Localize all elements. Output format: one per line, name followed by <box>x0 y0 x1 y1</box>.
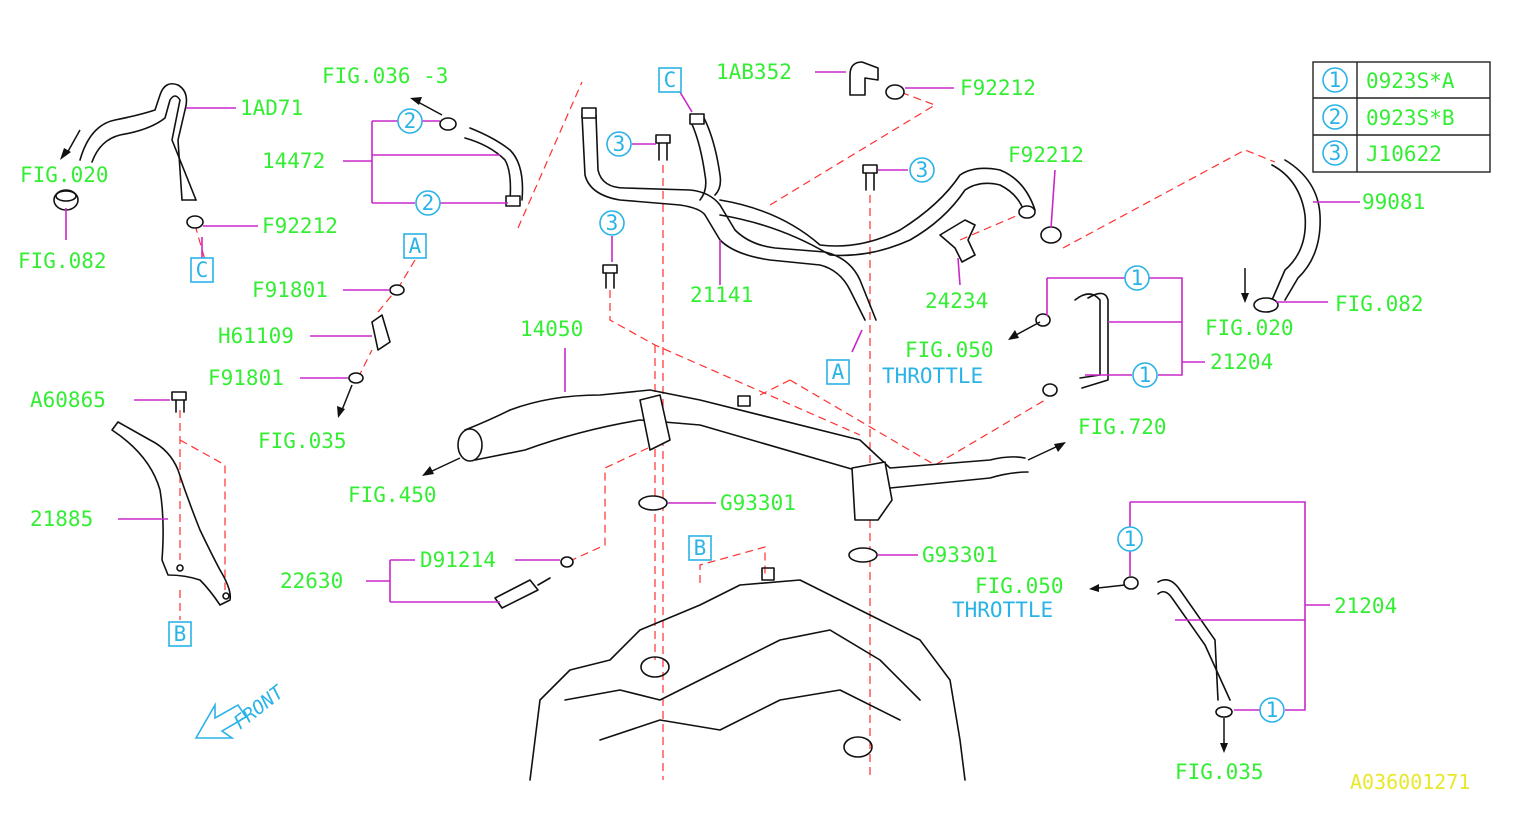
label-fig082-right: FIG.082 <box>1335 292 1424 316</box>
label-h61109: H61109 <box>218 324 294 348</box>
ref-a-mid: A <box>832 360 845 384</box>
label-fig020-left: FIG.020 <box>20 163 109 187</box>
label-fig035-left: FIG.035 <box>258 429 347 453</box>
callout-3a: 3 <box>613 132 626 156</box>
reference-boxes: C A B C A B <box>168 67 850 647</box>
ref-c-top: C <box>664 68 677 92</box>
label-21141: 21141 <box>690 283 753 307</box>
front-arrow-icon <box>194 702 248 739</box>
legend-num-1: 1 <box>1329 68 1342 92</box>
callout-2a: 2 <box>404 109 417 133</box>
callout-3c: 3 <box>606 211 619 235</box>
part-labels: FIG.036 -3 1AD71 FIG.020 14472 FIG.082 F… <box>18 60 1470 794</box>
label-fig035-right: FIG.035 <box>1175 760 1264 784</box>
legend-table: 1 0923S*A 2 0923S*B 3 J10622 <box>1312 61 1491 173</box>
label-24234: 24234 <box>925 289 988 313</box>
ref-a-top: A <box>409 234 422 258</box>
label-fig050-a: FIG.050 <box>905 338 994 362</box>
ref-b-left: B <box>174 622 187 646</box>
ref-b-mid: B <box>694 536 707 560</box>
label-f92212-mid: F92212 <box>1008 143 1084 167</box>
label-21204-b: 21204 <box>1334 594 1397 618</box>
label-1ad71: 1AD71 <box>240 96 303 120</box>
callout-circles: 2 2 3 3 3 1 1 1 1 <box>397 108 1285 723</box>
label-14050: 14050 <box>520 317 583 341</box>
label-fig036-3: FIG.036 -3 <box>322 64 448 88</box>
label-fig050-b: FIG.050 <box>975 574 1064 598</box>
label-d91214: D91214 <box>420 548 496 572</box>
label-fig082-left: FIG.082 <box>18 249 107 273</box>
legend-num-2: 2 <box>1329 105 1342 129</box>
label-throttle-b: THROTTLE <box>952 598 1053 622</box>
label-a60865: A60865 <box>30 388 106 412</box>
label-14472: 14472 <box>262 149 325 173</box>
legend-code-3: J10622 <box>1366 142 1442 166</box>
diagram-code: A036001271 <box>1350 770 1470 794</box>
callout-1b: 1 <box>1139 363 1152 387</box>
legend-num-3: 3 <box>1329 141 1342 165</box>
label-99081: 99081 <box>1362 190 1425 214</box>
leader-lines <box>65 71 1360 711</box>
label-g93301-a: G93301 <box>720 491 796 515</box>
callout-3b: 3 <box>916 158 929 182</box>
callout-1a: 1 <box>1131 266 1144 290</box>
label-fig450: FIG.450 <box>348 483 437 507</box>
label-1ab352: 1AB352 <box>716 60 792 84</box>
label-22630: 22630 <box>280 569 343 593</box>
label-21204-a: 21204 <box>1210 350 1273 374</box>
label-f92212-left: F92212 <box>262 214 338 238</box>
callout-1d: 1 <box>1266 698 1279 722</box>
label-g93301-b: G93301 <box>922 543 998 567</box>
callout-1c: 1 <box>1124 527 1137 551</box>
label-f91801-top: F91801 <box>252 278 328 302</box>
label-fig020-right: FIG.020 <box>1205 316 1294 340</box>
callout-2b: 2 <box>422 191 435 215</box>
label-throttle-a: THROTTLE <box>882 364 983 388</box>
direction-arrows <box>60 97 1249 753</box>
legend-code-1: 0923S*A <box>1366 69 1455 93</box>
parts-line-art <box>53 61 1321 781</box>
label-21885: 21885 <box>30 507 93 531</box>
label-fig720: FIG.720 <box>1078 415 1167 439</box>
label-f92212-top: F92212 <box>960 76 1036 100</box>
label-f91801-bottom: F91801 <box>208 366 284 390</box>
legend-code-2: 0923S*B <box>1366 106 1455 130</box>
ref-c-left: C <box>196 258 209 282</box>
